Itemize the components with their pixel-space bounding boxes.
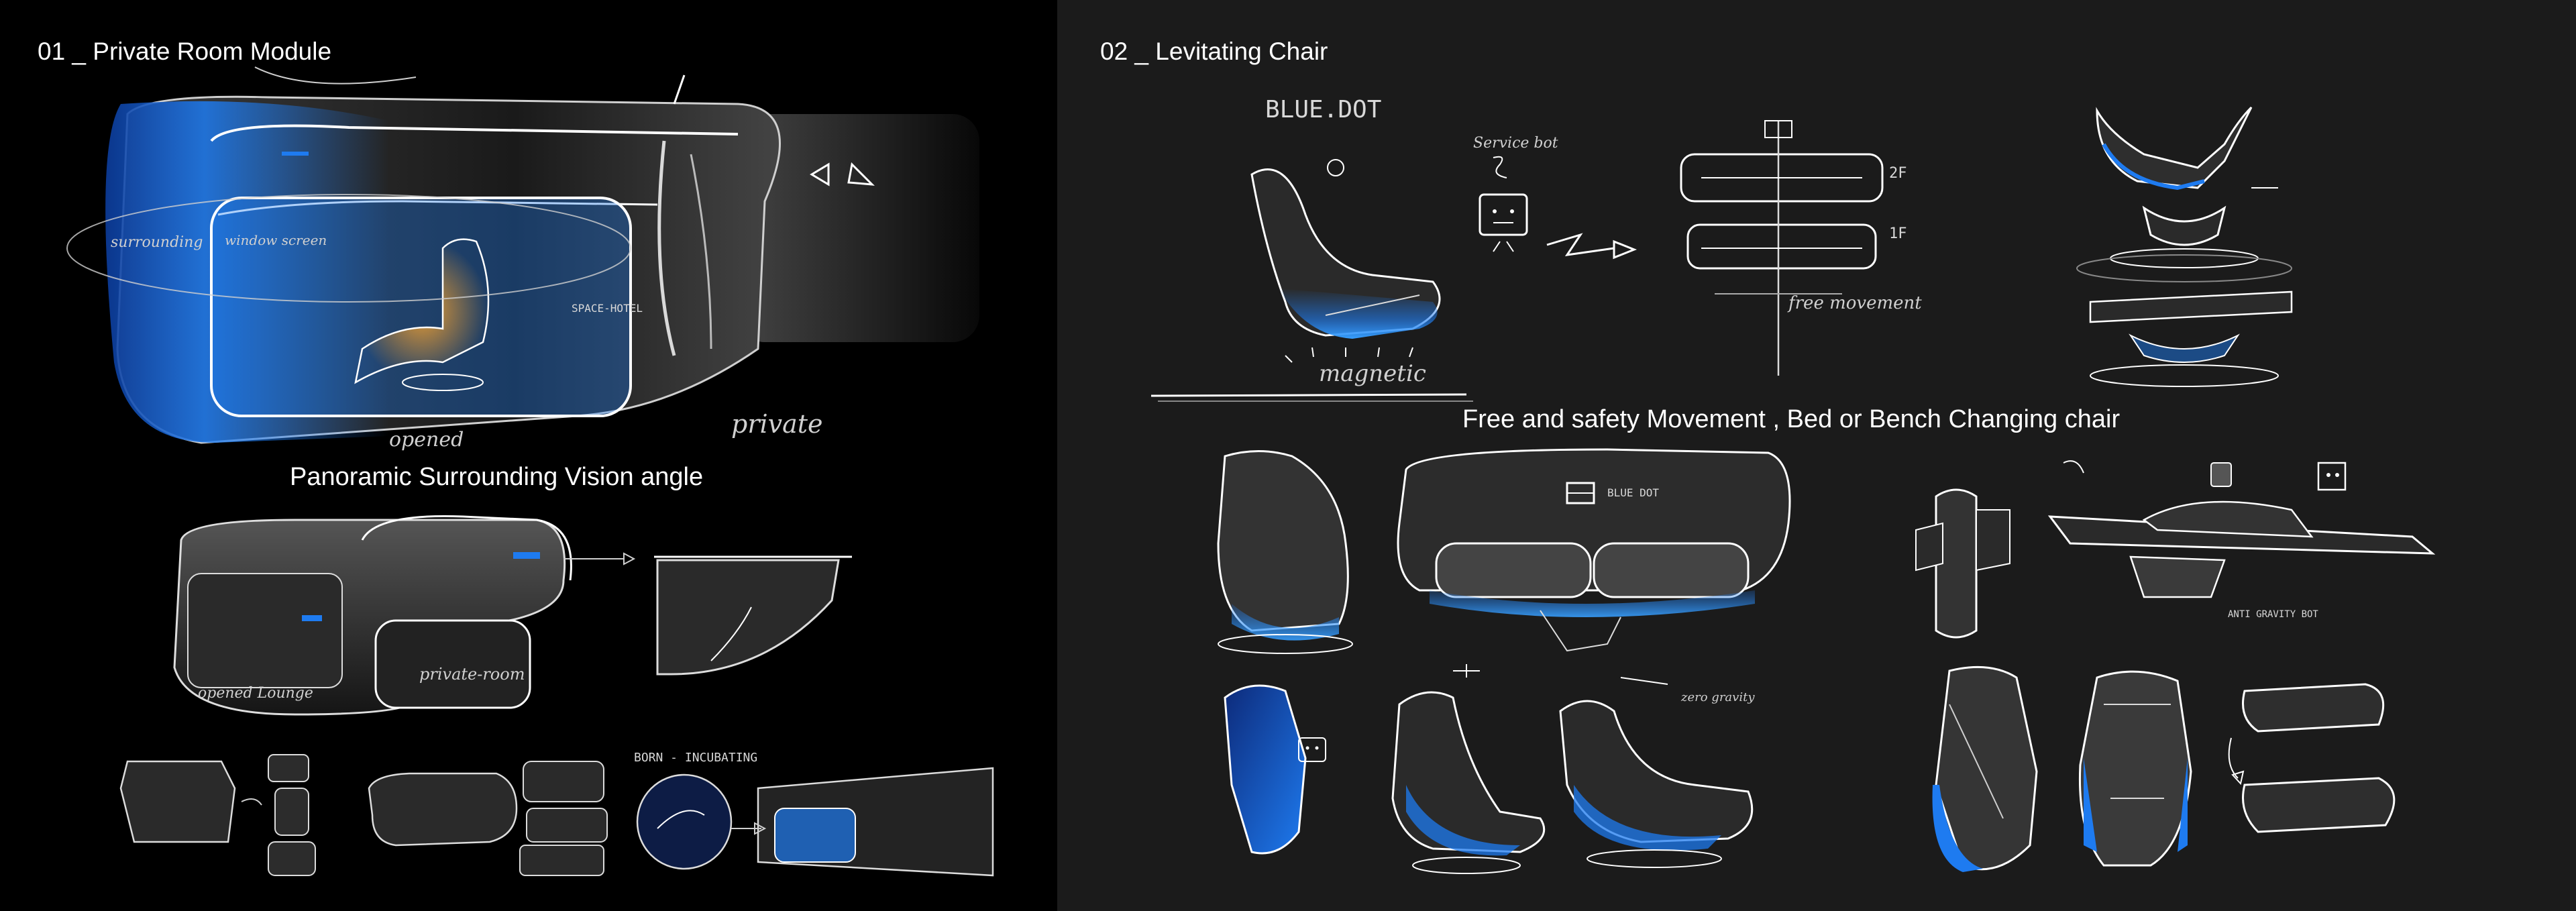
reclining-chair-variations-sketch: zero gravity xyxy=(1224,664,2396,874)
left-caption: Panoramic Surrounding Vision angle xyxy=(290,463,704,491)
note-magnetic: magnetic xyxy=(1319,360,1426,387)
right-caption: Free and safety Movement , Bed or Bench … xyxy=(1462,405,2121,433)
note-window-screen: window screen xyxy=(225,232,327,248)
note-private: private xyxy=(731,409,823,439)
panel-title: 02 _ Levitating Chair xyxy=(1100,38,1328,65)
note-private-room: private-room xyxy=(419,665,525,684)
note-bluedot-small: BLUE DOT xyxy=(1607,486,1659,499)
note-opened: opened xyxy=(389,428,464,451)
note-free-movement: free movement xyxy=(1787,293,1922,313)
note-space-hotel: SPACE-HOTEL xyxy=(572,302,643,315)
bench-changing-chair-sketch: BLUE DOT ANTI GRAVITY BOT xyxy=(1217,448,2436,654)
note-brand: BLUE.DOT xyxy=(1265,96,1381,123)
levitating-chair-concept-sketch: BLUE.DOT magnetic Service bot xyxy=(1150,96,2293,402)
note-opened-lounge: opened Lounge xyxy=(198,685,313,702)
note-service-bot: Service bot xyxy=(1473,135,1558,152)
panel-levitating-chair: 02 _ Levitating Chair BLUE.DOT xyxy=(1057,0,2576,911)
note-floor-2f: 2F xyxy=(1889,165,1907,182)
private-room-hero-sketch: surrounding window screen SPACE-HOTEL op… xyxy=(66,66,979,451)
lounge-module-sketch: opened Lounge private-room xyxy=(173,515,852,716)
note-floor-1f: 1F xyxy=(1889,225,1907,242)
module-variations-sketch: BORN - INCUBATING xyxy=(119,751,994,877)
panel-title: 01 _ Private Room Module xyxy=(38,38,332,65)
note-surrounding: surrounding xyxy=(111,234,203,251)
note-born-incubating: BORN - INCUBATING xyxy=(634,751,757,765)
panel-private-room-module: 01 _ Private Room Module xyxy=(0,0,1057,911)
note-zero-gravity: zero gravity xyxy=(1680,690,1755,704)
note-anti-gravity-bot: ANTI GRAVITY BOT xyxy=(2228,609,2318,620)
